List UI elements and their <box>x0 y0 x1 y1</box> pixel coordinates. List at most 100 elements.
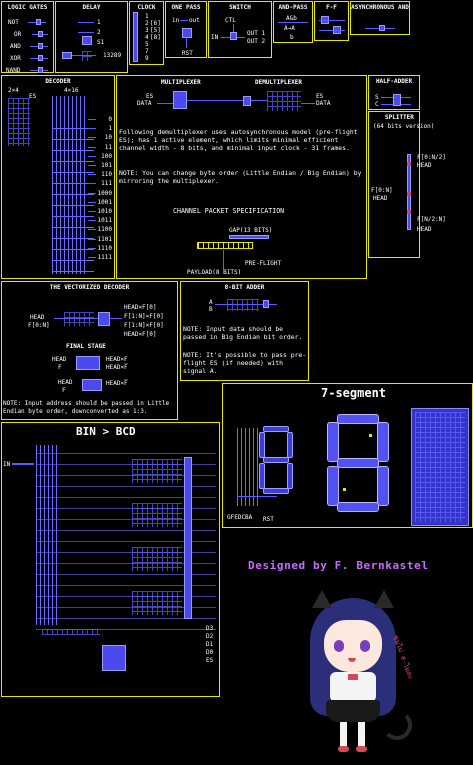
clock-title: CLOCK <box>137 4 156 11</box>
decoder-output-label: 1101 <box>97 235 112 243</box>
splitter-f-n2-label: F[0:N/2] <box>417 154 446 161</box>
decoder-output-label: 0 <box>108 116 112 123</box>
decoder-output-wire <box>88 137 96 139</box>
decoder-output-label: 10 <box>104 134 112 142</box>
decoder-output-label: 1111 <box>97 254 112 261</box>
clock-panel: CLOCK 1 2 3 4 5 7 9 [5] [6] [8] <box>129 1 164 65</box>
vdecoder-out-2: F[1:N]×F[0] <box>124 313 164 320</box>
ff-panel: F-F <box>314 1 349 41</box>
vdecoder-f0n: F[0:N] <box>28 322 50 329</box>
and-pass-title: AND-PASS <box>278 4 308 11</box>
half-adder-panel: HALF-ADDER S C <box>368 75 420 110</box>
vdecoder-title: THE VECTORIZED DECODER <box>49 284 130 291</box>
half-adder-s: S <box>375 94 379 101</box>
logic-gates-title: LOGIC GATES <box>7 4 48 11</box>
one-pass-title: ONE PASS <box>171 4 201 11</box>
and-pass-panel: AND-PASS A&b A→A b <box>273 1 313 43</box>
bin-bcd-title: BIN > BCD <box>76 425 136 438</box>
decoder-2x4-grid <box>8 98 30 146</box>
decoder-output-label: 1 <box>108 125 112 133</box>
gate-xor-label: XOR <box>10 55 21 62</box>
ff-title: F-F <box>326 4 337 11</box>
bin-bcd-panel: BIN > BCD IN D3 D2 D1 D0 ES <box>1 422 220 697</box>
packet-bits <box>197 242 253 249</box>
gate-or-label: OR <box>14 31 22 38</box>
adder8-panel: 8-BIT ADDER A B NOTE: Input data should … <box>180 281 309 381</box>
decoder-output-label: 1110 <box>97 244 112 252</box>
switch-ctl: CTL <box>225 17 236 24</box>
clock-2: 2 <box>145 20 149 27</box>
gate-and-label: AND <box>10 43 21 50</box>
credit-text: Designed by F. Bernkastel <box>248 559 429 572</box>
and-pass-b: b <box>290 34 294 41</box>
vdecoder-out-3: F[1:N]×F[0] <box>124 322 164 329</box>
vdecoder-out-1: HEAD×F[0] <box>124 304 157 311</box>
clock-bracket-8: [8] <box>150 34 161 41</box>
splitter-head-3: HEAD <box>417 226 432 233</box>
adder8-title: 8-BIT ADDER <box>224 284 265 291</box>
switch-title: SWITCH <box>229 4 251 11</box>
adder8-b: B <box>209 306 213 313</box>
async-and-panel: ASYNCHRONOUS AND <box>350 1 410 35</box>
seven-seg-panel: 7-segment GFEDCBA RST <box>222 383 473 528</box>
half-adder-c: C <box>375 101 379 108</box>
mux-data-label: DATA <box>137 100 152 107</box>
gate-not-label: NOT <box>8 19 19 26</box>
switch-out1: OUT 1 <box>247 30 266 37</box>
vdecoder-note: NOTE: Input address should be passed in … <box>3 400 170 415</box>
mux-es-label: ES <box>146 93 154 100</box>
splitter-f-n2n-label: F[N/2:N] <box>417 216 446 223</box>
vdecoder-out-4: HEAD×F[0] <box>124 331 157 338</box>
bin-bcd-out-d3: D3 <box>206 625 214 632</box>
adder8-a: A <box>209 299 213 306</box>
decoder-title: DECODER <box>45 78 71 85</box>
decoder-output-wire <box>88 229 96 231</box>
final-stage-title: FINAL STAGE <box>66 343 106 350</box>
decoder-output-wire <box>88 201 96 203</box>
splitter-subtitle: (64 bits version) <box>373 123 435 130</box>
final-stage-out-1: HEAD×F <box>106 356 128 363</box>
decoder-output-wire <box>88 174 96 176</box>
final-stage-f-1: F <box>58 364 62 371</box>
mux-panel: MULTIPLEXER DEMULTIPLEXER ES DATA ES DAT… <box>116 75 367 279</box>
delay-title: DELAY <box>82 4 101 11</box>
one-pass-in: in <box>172 17 180 24</box>
final-stage-out-3: HEAD×F̅ <box>106 380 128 387</box>
bin-bcd-out-d1: D1 <box>206 641 214 648</box>
logic-gates-panel: LOGIC GATES NOT OR AND XOR NAND <box>1 1 54 74</box>
decoder-output-wire <box>88 192 96 194</box>
and-pass-a-to-a: A→A <box>284 25 295 32</box>
demux-data-label: DATA <box>316 100 331 107</box>
decoder-output-wire <box>88 165 96 166</box>
final-stage-f-2: F <box>62 387 66 394</box>
clock-3: 3 <box>145 27 149 34</box>
packet-preflight-label: PRE-FLIGHT <box>245 260 282 267</box>
final-stage-head-1: HEAD <box>52 356 67 363</box>
clock-bracket-6: [6] <box>150 20 161 27</box>
decoder-output-wire <box>88 183 96 185</box>
decoder-output-wire <box>88 119 96 120</box>
one-pass-rst: RST <box>182 50 193 57</box>
mascot: ชมไม่ ส-ไมละ <box>290 590 430 762</box>
decoder-output-wire <box>88 220 96 222</box>
decoder-output-wire <box>88 211 96 212</box>
mux-title: MULTIPLEXER <box>161 79 201 86</box>
and-pass-a-and-b: A&b <box>286 15 297 22</box>
vdecoder-head: HEAD <box>30 314 45 321</box>
bin-bcd-out-d2: D2 <box>206 633 214 640</box>
clock-5: 5 <box>145 41 149 48</box>
decoder-output-wire <box>88 146 96 148</box>
decoder-output-label: 110 <box>101 171 112 179</box>
bin-bcd-in: IN <box>3 461 11 468</box>
switch-in: IN <box>211 34 219 41</box>
switch-out2: OUT 2 <box>247 38 266 45</box>
demux-es-label: ES <box>316 93 324 100</box>
splitter-title: SPLITTER <box>385 114 414 121</box>
one-pass-out: out <box>189 17 200 24</box>
decoder-output-wire <box>88 247 96 249</box>
splitter-head-1: HEAD <box>417 162 432 169</box>
one-pass-panel: ONE PASS in out RST <box>165 1 207 58</box>
delay-item-2: 2 <box>97 29 101 36</box>
delay-item-1: 1 <box>97 19 101 26</box>
